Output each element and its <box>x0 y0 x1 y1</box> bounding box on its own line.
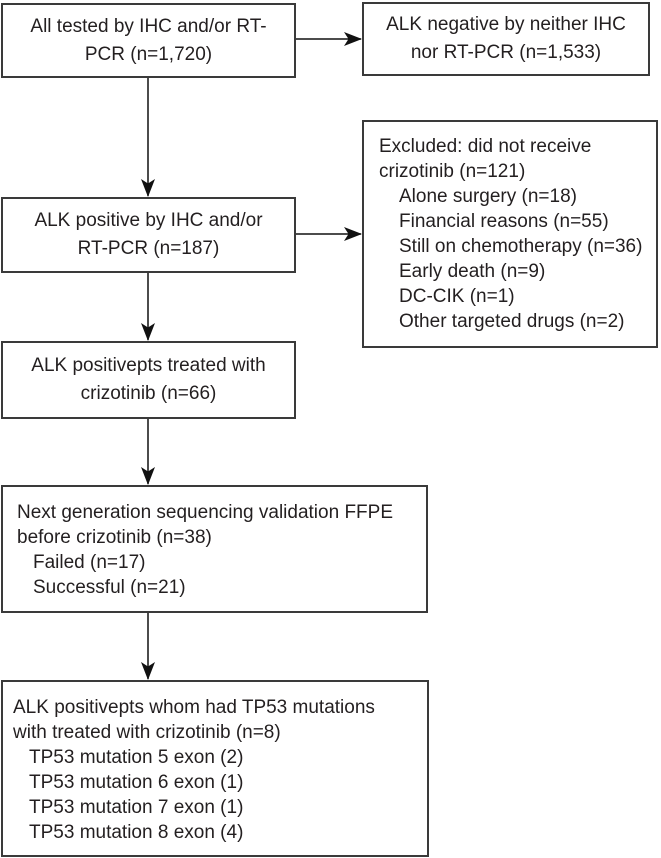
box-text-line: with treated with crizotinib (n=8) <box>13 722 281 743</box>
box-text-line: All tested by IHC and/or RT- <box>30 15 267 37</box>
box-text-line: RT-PCR (n=187) <box>77 238 220 259</box>
box-alk-negative: ALK negative by neither IHC nor RT-PCR (… <box>362 2 650 76</box>
box-text-line: ALK negative by neither IHC <box>386 14 626 35</box>
box-text-line: nor RT-PCR (n=1,533) <box>410 42 602 63</box>
tp53-item: TP53 mutation 7 exon (1) <box>29 797 244 818</box>
box-alk-positive: ALK positive by IHC and/or RT-PCR (n=187… <box>1 197 296 273</box>
box-text-line: Excluded: did not receive <box>379 136 592 157</box>
box-text-line: crizotinib (n=121) <box>379 161 526 182</box>
excluded-item: Early death (n=9) <box>399 261 546 282</box>
ngs-item: Successful (n=21) <box>33 577 186 598</box>
excluded-item: Other targeted drugs (n=2) <box>399 311 625 332</box>
box-text-line: ALK positive by IHC and/or <box>34 210 263 231</box>
box-text-line: PCR (n=1,720) <box>84 43 213 65</box>
box-excluded: Excluded: did not receive crizotinib (n=… <box>362 120 658 348</box>
excluded-item: Still on chemotherapy (n=36) <box>399 236 643 257</box>
box-text-line: Next generation sequencing validation FF… <box>17 502 394 523</box>
tp53-item: TP53 mutation 5 exon (2) <box>29 747 244 768</box>
ngs-item: Failed (n=17) <box>33 552 146 573</box>
box-ngs-validation: Next generation sequencing validation FF… <box>1 485 428 613</box>
tp53-item: TP53 mutation 6 exon (1) <box>29 772 244 793</box>
box-text-line: crizotinib (n=66) <box>80 383 217 404</box>
excluded-item: DC-CIK (n=1) <box>399 286 515 307</box>
box-text-line: ALK positivepts treated with <box>31 355 266 376</box>
tp53-item: TP53 mutation 8 exon (4) <box>29 822 244 843</box>
box-treated-crizotinib: ALK positivepts treated with crizotinib … <box>1 341 296 419</box>
excluded-item: Financial reasons (n=55) <box>399 211 609 232</box>
box-tp53-mutations: ALK positivepts whom had TP53 mutations … <box>1 680 429 857</box>
box-text-line: ALK positivepts whom had TP53 mutations <box>13 697 375 718</box>
box-all-tested: All tested by IHC and/or RT- PCR (n=1,72… <box>1 3 296 78</box>
excluded-item: Alone surgery (n=18) <box>399 186 577 207</box>
box-text-line: before crizotinib (n=38) <box>17 527 212 548</box>
